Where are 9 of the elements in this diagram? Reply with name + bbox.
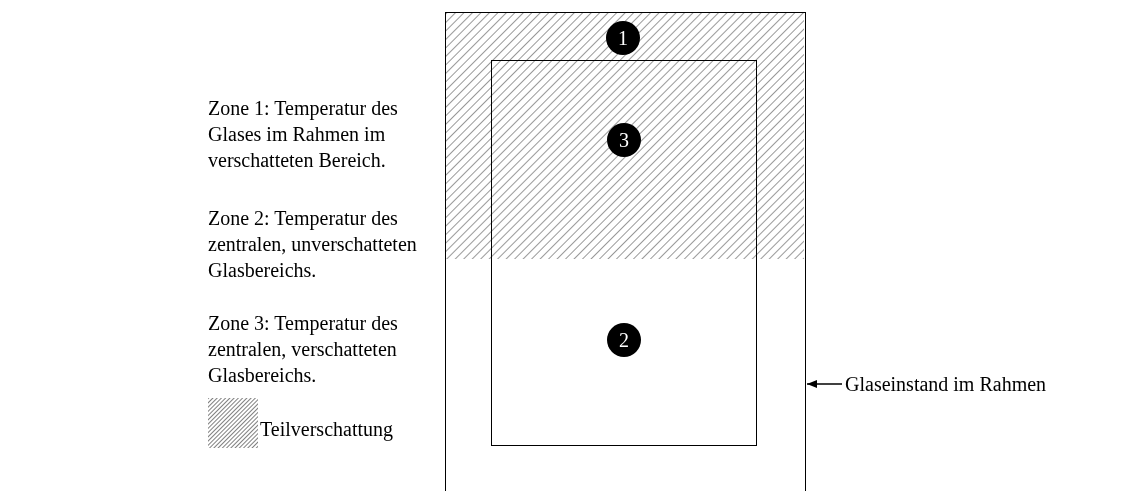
zone-description: Zone 1: Temperatur des Glases im Rahmen im verschatteten Bereich. [208, 96, 399, 173]
leader-arrow [806, 380, 843, 388]
callout-text: Glaseinstand im Rahmen [845, 370, 1115, 398]
glass-pane [491, 60, 757, 446]
window-frame [445, 12, 806, 491]
zone-description: Zone 3: Temperatur des zentralen, verschatteten Glasbereichs. [208, 311, 399, 388]
zone-marker: 2 [607, 323, 641, 357]
zone-description: Zone 2: Temperatur des zentralen, unverschatteten Glasbereichs. [208, 206, 418, 283]
legend-label: Teilverschattung [260, 418, 393, 441]
